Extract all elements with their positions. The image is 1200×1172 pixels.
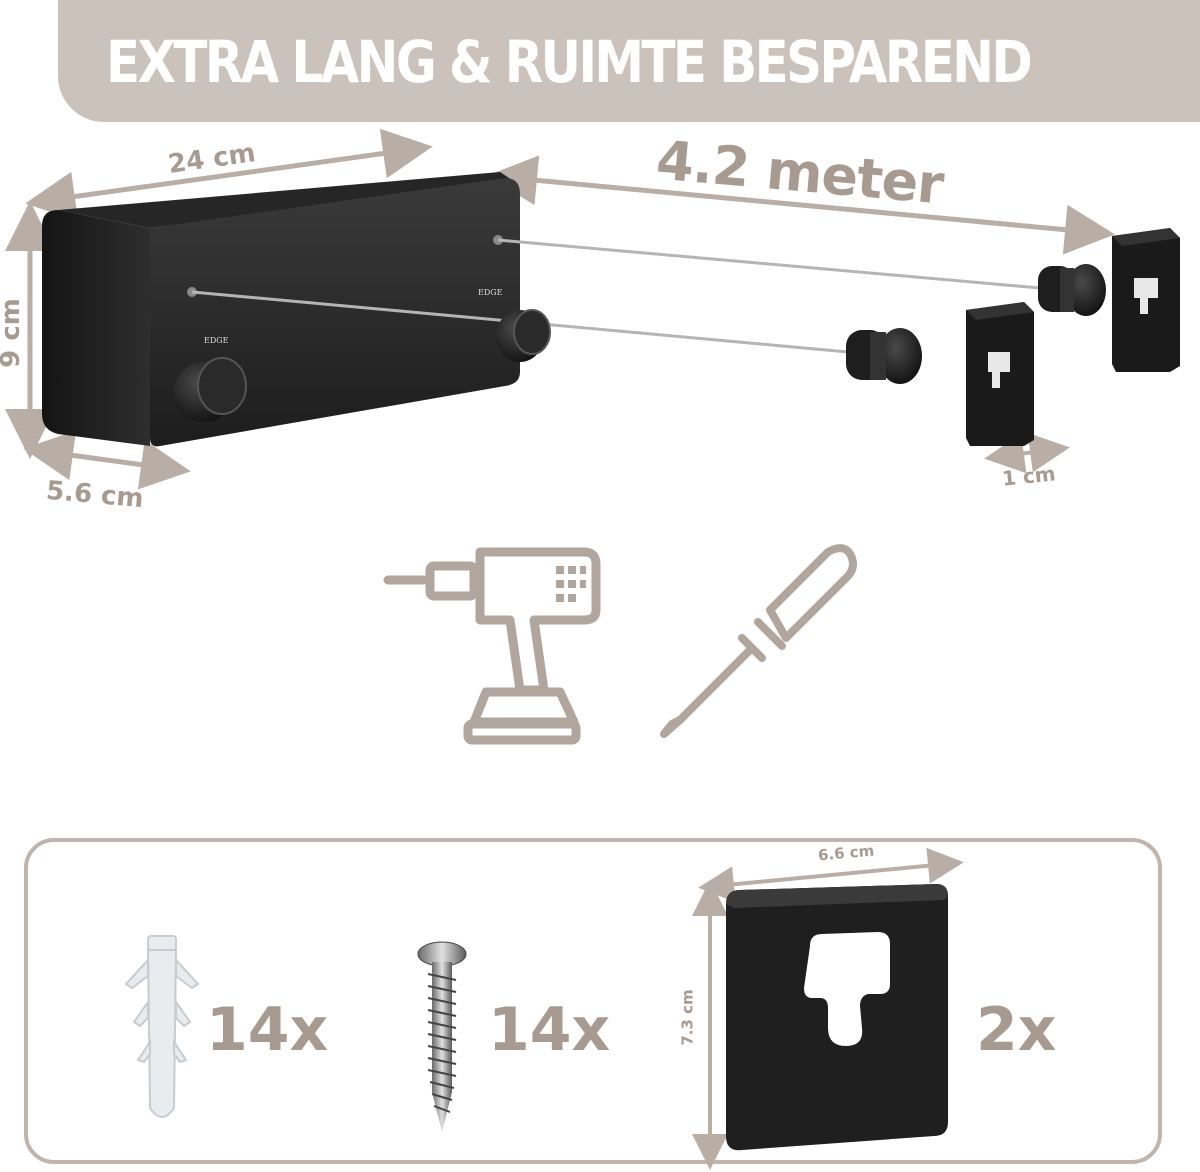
wall-plug-count: 14x	[206, 995, 329, 1065]
knob-label-left: EDGE	[204, 336, 229, 345]
dimension-arrows	[5, 128, 1115, 490]
wall-plate-count: 2x	[976, 995, 1057, 1065]
line-end-hook-back	[1038, 264, 1106, 316]
wall-plate-front	[966, 302, 1034, 446]
kit-contents-panel	[24, 838, 1162, 1164]
wall-plug-icon	[124, 935, 200, 1118]
screw-icon	[417, 941, 467, 1132]
screw-count: 14x	[488, 995, 611, 1065]
housing-top	[58, 172, 512, 228]
wall-plate-detail	[692, 847, 964, 1170]
housing-side	[42, 210, 150, 446]
drill-icon	[383, 547, 601, 745]
knob-label-right: EDGE	[478, 288, 503, 297]
product-illustration	[42, 172, 1180, 447]
title-banner: EXTRA LANG & RUIMTE BESPAREND	[58, 0, 1200, 122]
wall-plate-back	[1112, 228, 1180, 372]
screwdriver-icon	[660, 544, 857, 738]
wall-plate-height: 7.3 cm	[678, 989, 697, 1046]
banner-title: EXTRA LANG & RUIMTE BESPAREND	[106, 28, 1033, 96]
line-end-hook-front	[846, 328, 922, 384]
